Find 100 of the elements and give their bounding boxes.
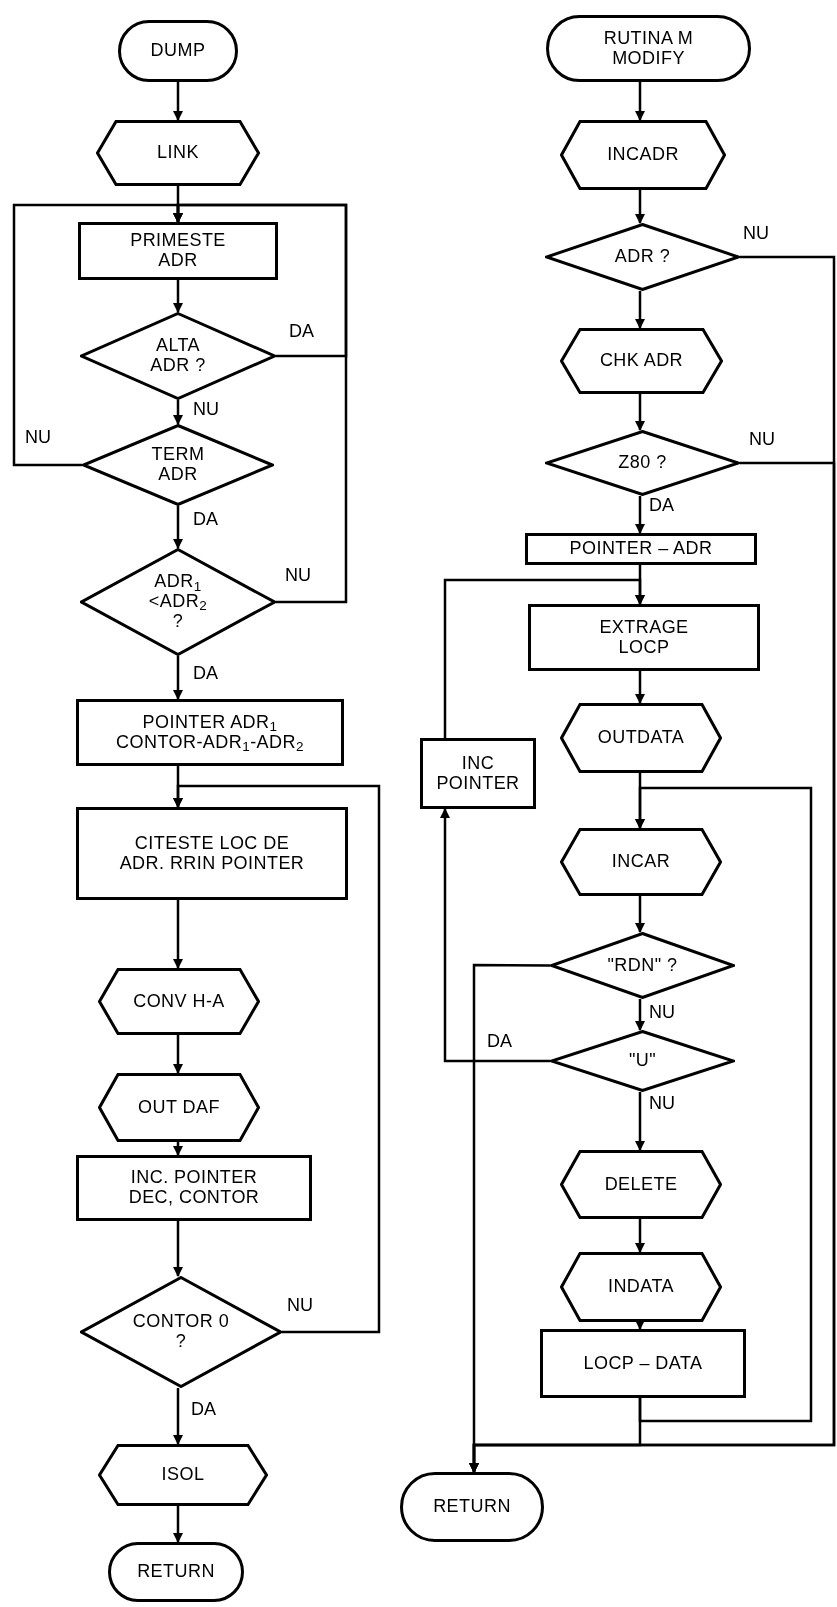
node-label: ALTA ADR ? (149, 336, 207, 376)
arrow (173, 280, 183, 313)
decision-diamond (80, 548, 276, 656)
node-label: "RDN" ? (607, 955, 678, 976)
node-label: CITESTE LOC DE ADR. RRIN POINTER (118, 833, 306, 874)
hexagon-box (98, 1444, 268, 1506)
arrow (173, 506, 183, 549)
edge-label: NU (284, 566, 312, 584)
node-label: RUTINA M MODIFY (602, 28, 695, 69)
arrow (635, 896, 645, 933)
node-label: PRIMESTE ADR (129, 231, 227, 271)
arrow (635, 82, 645, 121)
arrow (440, 808, 550, 1063)
decision-diamond (80, 312, 276, 400)
node-label: EXTRAGE LOCP (598, 617, 690, 658)
process-box (76, 807, 348, 900)
hexagon-box (560, 1150, 722, 1219)
arrow (635, 786, 813, 1423)
arrow (173, 400, 183, 425)
arrow (173, 1035, 183, 1074)
node-label: CONTOR-ADR$_{1}$-ADR$_{2}$ (116, 732, 304, 753)
arrow (443, 578, 645, 738)
arrow (635, 1219, 645, 1253)
edge-label: DA (648, 496, 675, 514)
edge-label: NU (192, 400, 220, 418)
node-label: LINK (157, 143, 199, 163)
hexagon-box (98, 1073, 260, 1142)
arrow (635, 394, 645, 431)
node-label: POINTER ADR$_{1}$ (142, 712, 278, 733)
process-box (78, 222, 278, 280)
edge-label: NU (742, 224, 770, 242)
edge-label: NU (24, 428, 52, 446)
hexagon-box (560, 120, 726, 190)
node-label: CONV H-A (133, 991, 225, 1012)
edge-label: DA (192, 510, 219, 528)
edge-label: NU (286, 1296, 314, 1314)
arrow (173, 1221, 183, 1277)
decision-diamond (545, 223, 740, 291)
arrow (173, 1506, 183, 1543)
node-label: INC POINTER (435, 753, 521, 794)
arrow (635, 496, 645, 534)
terminal-box (108, 1542, 244, 1602)
edge-label: DA (288, 322, 315, 340)
edge-label: DA (486, 1032, 513, 1050)
node-label: DUMP (150, 41, 206, 61)
node-label: LOCP – DATA (583, 1353, 703, 1374)
node-label: DELETE (604, 1174, 678, 1195)
node-label: DEC, CONTOR (128, 1188, 260, 1208)
process-box (540, 1329, 746, 1398)
process-box (76, 1155, 312, 1221)
node-label: INDATA (607, 1277, 674, 1297)
hexagon-box (98, 968, 260, 1035)
node-label: CHK ADR (599, 351, 684, 371)
arrow (173, 784, 381, 1334)
process-box (528, 604, 760, 671)
arrow (173, 656, 183, 700)
node-label: TERM ADR (150, 445, 206, 485)
node-label: ISOL (161, 1465, 205, 1485)
node-label: Z80 ? (618, 453, 667, 473)
hexagon-box (96, 120, 260, 186)
hexagon-box (560, 328, 723, 394)
arrow (635, 1320, 645, 1330)
process-box (420, 738, 536, 809)
node-label: OUTDATA (597, 728, 685, 748)
arrow (173, 1388, 183, 1445)
edge-label: NU (648, 1094, 676, 1112)
decision-diamond (545, 430, 740, 496)
node-label: OUT DAF (138, 1097, 220, 1118)
node-label: POINTER – ADR (569, 539, 713, 559)
node-label: RETURN (137, 1562, 215, 1582)
hexagon-box (560, 703, 722, 773)
node-label: RETURN (433, 1497, 511, 1517)
arrow (635, 1092, 645, 1151)
node-label: CONTOR 0 ? (131, 1312, 231, 1352)
decision-diamond (550, 932, 735, 999)
arrow (173, 82, 183, 121)
arrow (635, 999, 645, 1031)
arrow (173, 900, 183, 969)
arrow (635, 291, 645, 329)
decision-diamond (82, 424, 274, 506)
process-box (76, 699, 344, 766)
node-label: ADR ? (614, 247, 671, 267)
node-label: "U" (628, 1051, 657, 1071)
hexagon-box (560, 828, 722, 896)
edge-label: NU (748, 430, 776, 448)
hexagon-box (560, 1252, 722, 1322)
edge-label: NU (648, 1003, 676, 1021)
decision-diamond (80, 1276, 282, 1388)
arrow (635, 671, 645, 704)
decision-diamond (550, 1030, 735, 1092)
node-label: INCADR (607, 145, 679, 165)
node-label: INC. POINTER (130, 1168, 258, 1188)
edge-label: DA (190, 1400, 217, 1418)
arrow (635, 190, 645, 224)
node-label: ADR$_{1}$ <ADR$_{2}$ ? (147, 572, 209, 632)
arrow (173, 1142, 183, 1156)
arrow (173, 203, 348, 604)
edge-label: DA (192, 664, 219, 682)
process-box (525, 533, 757, 565)
arrow (469, 1398, 642, 1473)
